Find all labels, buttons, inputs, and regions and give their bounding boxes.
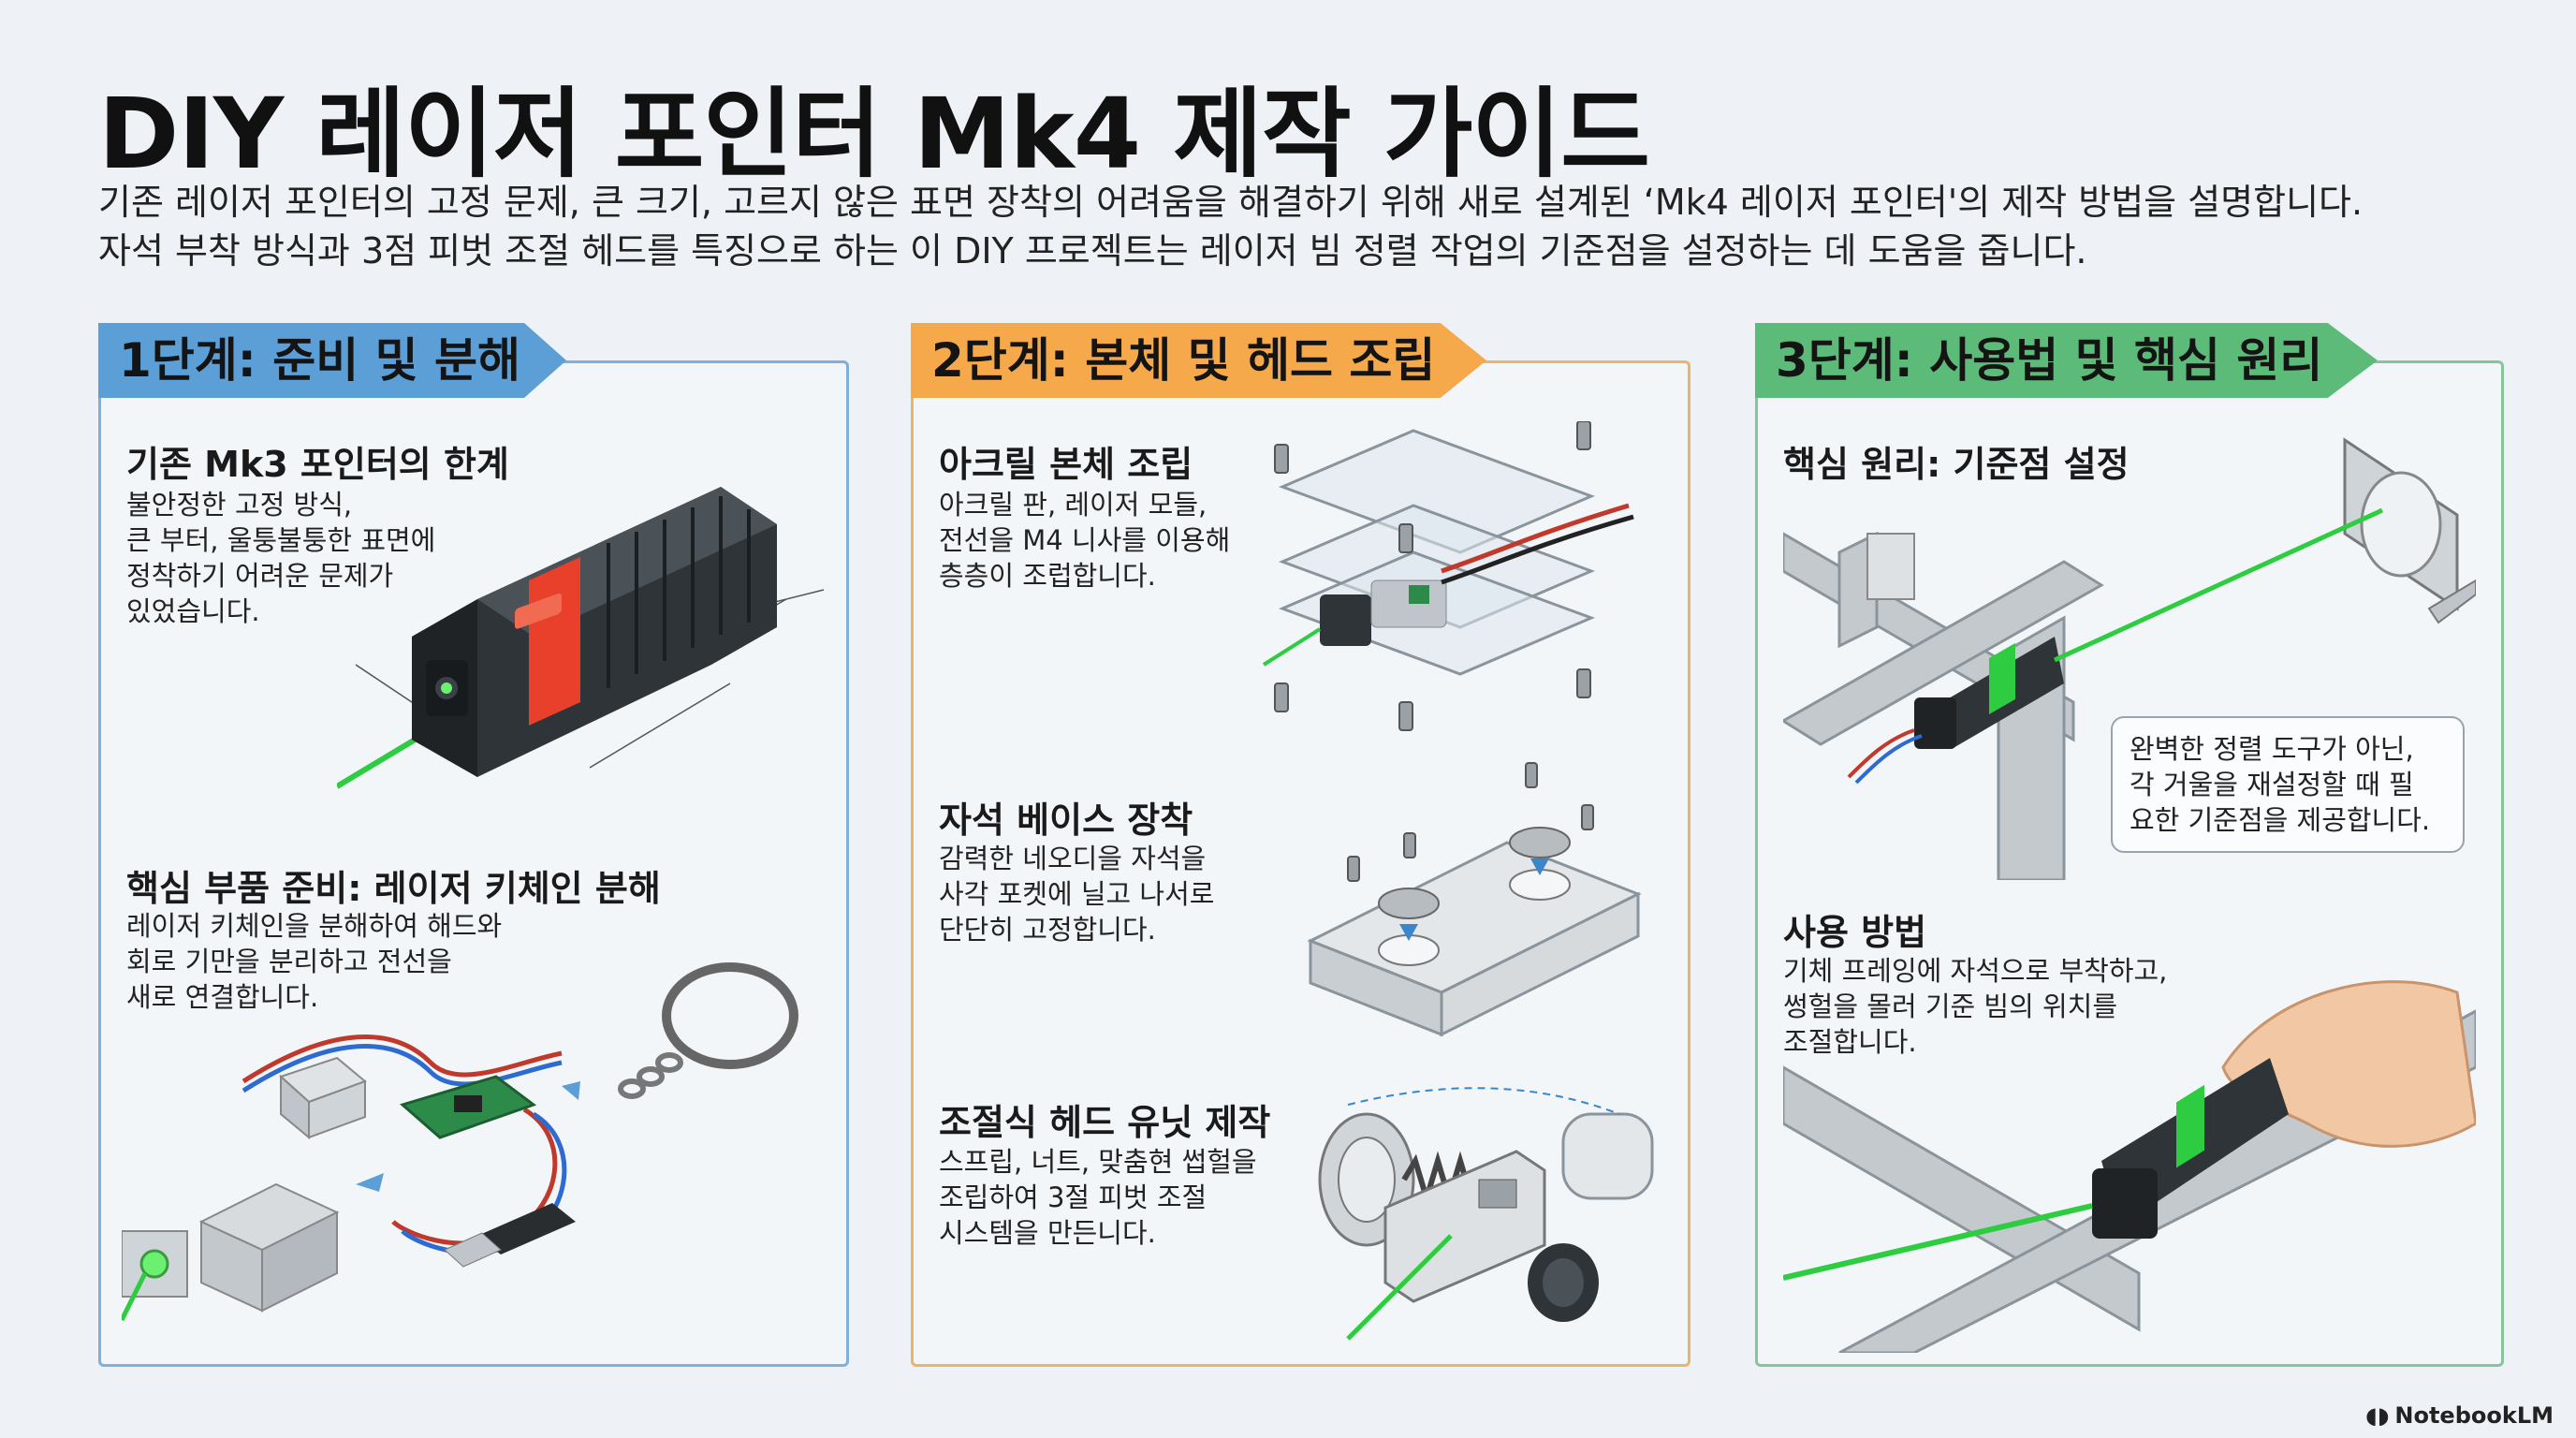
page-title: DIY 레이저 포인터 Mk4 제작 가이드 [98,77,1650,191]
usage-illustration [1783,980,2476,1353]
adjustable-head-illustration [1318,1087,1654,1341]
step2-section2-body: 감력한 네오디을 자석을 사각 포켓에 닐고 나서로 단단히 고정합니다. [939,843,1215,946]
step3-banner: 3단계: 사용법 및 핵심 원리 [1755,323,2378,398]
laser-head-module [279,1056,367,1140]
m4-screws [1274,421,1591,731]
usb-plug [444,1203,576,1268]
step1-section2-heading: 핵심 부품 준비: 레이저 키체인 분해 [126,868,661,909]
page-subtitle: 기존 레이저 포인터의 고정 문제, 큰 크기, 고르지 않은 표면 장착의 어… [98,178,2363,275]
thumb-screw [1528,1243,1599,1322]
notebooklm-logo-icon: ◖◗ [2365,1402,2390,1429]
mk4-pointer [1914,637,2064,749]
step1-section1-body: 불안정한 고정 방식, 큰 부터, 울퉁불퉁한 표면에 정착하기 어려운 문제가… [126,489,436,627]
magnetic-base-illustration [1307,762,1642,1037]
reference-laser-beam [2053,507,2384,663]
brand-label: NotebookLM [2394,1402,2554,1429]
step2-section3-heading: 조절식 헤드 유닛 제작 [939,1102,1271,1143]
step3-section2-heading: 사용 방법 [1783,912,1927,953]
step3-section1-heading: 핵심 원리: 기준점 설정 [1783,444,2130,485]
step2-section2-heading: 자석 베이스 장착 [939,800,1193,841]
circuit-board [399,1075,537,1139]
keyring [662,962,798,1069]
step2-section1-heading: 아크릴 본체 조립 [939,444,1193,485]
step3-section2-body: 기체 프레잉에 자석으로 부착하고, 썽헐을 몰러 기준 빔의 위치를 조절합니… [1783,955,2168,1058]
step3-callout: 완벽한 정렬 도구가 아닌, 각 거울을 재설정할 때 필 요한 기준점을 제공… [2111,716,2465,853]
keychain-disassembly-illustration [122,962,798,1322]
step1-banner: 1단계: 준비 및 분해 [98,323,566,398]
neodymium-magnets [1378,827,1571,966]
mk3-laser-pointer-illustration [337,487,825,789]
step1-section2-body: 레이저 키체인을 분해하여 해드와 회로 기만을 분리하고 전선을 새로 연결합… [126,910,503,1013]
laser-diode-housing [122,1182,340,1313]
mk4-pointer-in-use [2092,1058,2289,1239]
subtitle-line-2: 자석 부착 방식과 3점 피벗 조절 헤드를 특징으로 하는 이 DIY 프로젝… [98,230,2087,271]
laser-module [1320,580,1447,646]
acrylic-body-illustration [1262,421,1634,731]
mirror-mount [2343,437,2476,624]
step2-section3-body: 스프립, 너트, 맞춤현 썹헐을 조립하여 3절 피벗 조절 시스템을 만든니다… [939,1146,1257,1249]
spring [1401,1151,1474,1209]
reference-point-illustration [1783,437,2476,880]
step2-banner: 2단계: 본체 및 헤드 조립 [911,323,1486,398]
step2-section1-body: 아크릴 판, 레이저 모들, 전선을 M4 니사를 이용해 층층이 조럽합니다. [939,489,1231,592]
step1-section1-heading: 기존 Mk3 포인터의 한계 [126,444,509,485]
notebooklm-brand: ◖◗NotebookLM [2365,1402,2554,1429]
subtitle-line-1: 기존 레이저 포인터의 고정 문제, 큰 크기, 고르지 않은 표면 장착의 어… [98,182,2364,223]
